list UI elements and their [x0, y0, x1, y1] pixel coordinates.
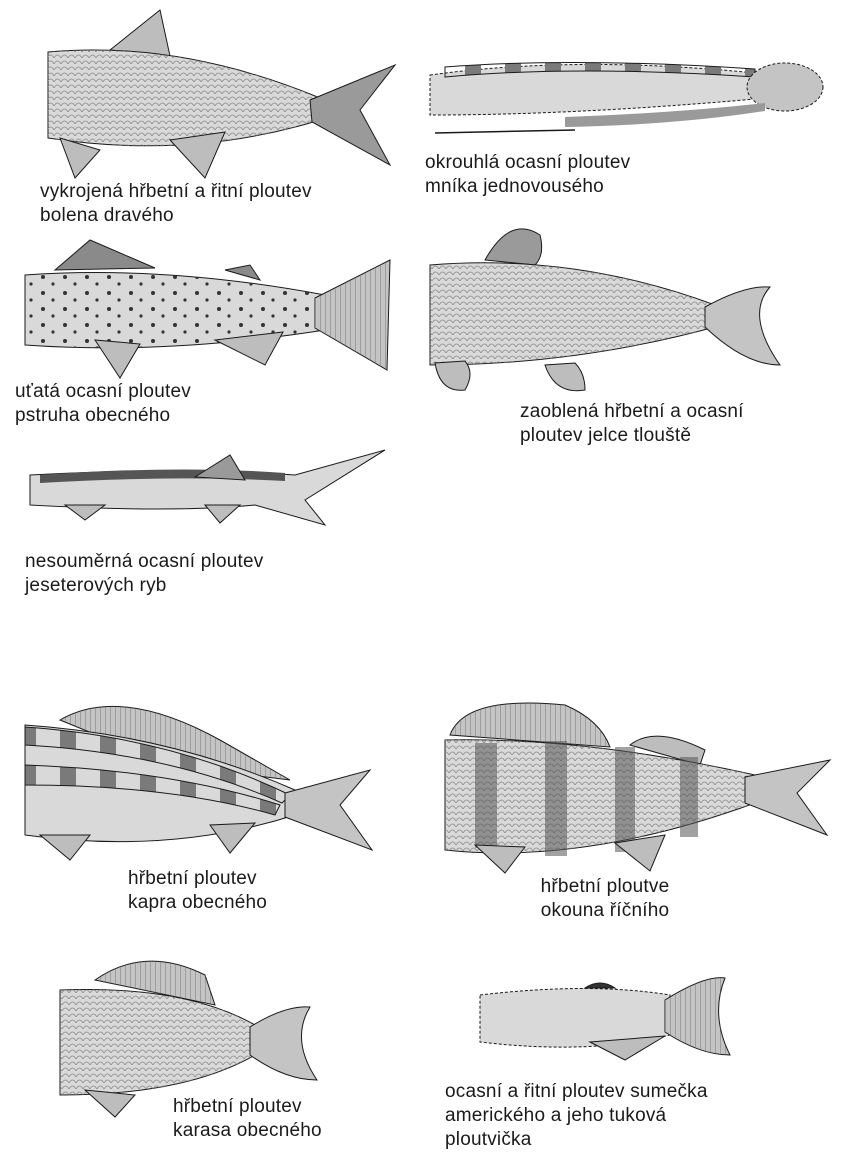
jelec-round-dorsal-fin	[485, 229, 542, 265]
pstruh-dorsal-fin	[55, 240, 155, 270]
caption-kapr: hřbetní ploutev kapra obecného	[128, 867, 267, 915]
pstruh-illustration	[15, 240, 405, 380]
caption-pstruh: uťatá ocasní ploutev pstruha obecného	[15, 380, 191, 428]
okoun-illustration	[435, 695, 845, 875]
sumecek-adipose-fin	[585, 983, 615, 988]
jelec-tail-fin	[705, 287, 780, 365]
figure-sumecek: ocasní a řitní ploutev sumečka americkéh…	[440, 960, 840, 1155]
bolen-tail-fin	[310, 65, 395, 165]
jelec-illustration	[425, 215, 805, 395]
figure-okoun: hřbetní ploutve okouna říčního	[435, 695, 845, 920]
karas-illustration	[55, 945, 395, 1120]
figure-kapr: hřbetní ploutev kapra obecného	[20, 685, 400, 920]
figure-jelec: zaoblená hřbetní a ocasní ploutev jelce …	[425, 215, 840, 455]
figure-pstruh: uťatá ocasní ploutev pstruha obecného	[15, 240, 405, 435]
figure-bolen: vykrojená hřbetní a řitní ploutev bolena…	[40, 10, 410, 225]
jeseter-illustration	[25, 445, 405, 540]
figure-mnik: okrouhlá ocasní ploutev mníka jednovousé…	[425, 55, 835, 205]
caption-jelec: zaoblená hřbetní a ocasní ploutev jelce …	[520, 400, 744, 448]
bolen-dorsal-fin	[110, 10, 170, 56]
caption-okoun: hřbetní ploutve okouna říčního	[505, 875, 705, 923]
kapr-illustration	[20, 685, 390, 865]
caption-sumecek: ocasní a řitní ploutev sumečka americkéh…	[445, 1080, 708, 1152]
bolen-anal-fin	[170, 132, 225, 178]
sumecek-illustration	[440, 960, 760, 1070]
figure-jeseter: nesouměrná ocasní ploutev jeseterových r…	[25, 445, 405, 600]
caption-bolen: vykrojená hřbetní a řitní ploutev bolena…	[40, 180, 312, 228]
figure-karas: hřbetní ploutev karasa obecného	[55, 945, 395, 1155]
bolen-illustration	[40, 10, 410, 180]
caption-jeseter: nesouměrná ocasní ploutev jeseterových r…	[25, 550, 263, 598]
mnik-illustration	[425, 55, 835, 140]
caption-karas: hřbetní ploutev karasa obecného	[173, 1095, 322, 1143]
caption-mnik: okrouhlá ocasní ploutev mníka jednovousé…	[425, 151, 630, 199]
